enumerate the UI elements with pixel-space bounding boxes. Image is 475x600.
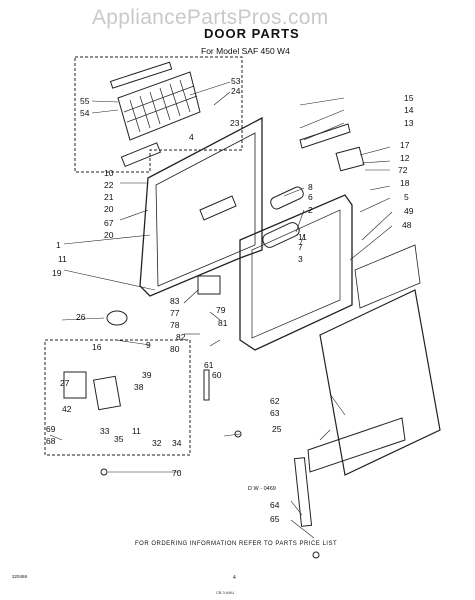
outer-door-frame [239,194,353,351]
switch-bracket [92,375,122,411]
callout-55: 55 [80,96,90,106]
door-handle [262,222,300,248]
top-bracket [299,123,351,149]
callout-53: 53 [231,76,241,86]
detergent-dispenser [120,142,162,168]
callout-12: 12 [400,153,410,163]
hinge-spring [203,369,210,401]
callout-6: 6 [308,192,313,202]
callout-49: 49 [404,206,414,216]
vent-slot [199,195,237,221]
callout-25: 25 [272,424,282,434]
callout-32: 32 [152,438,162,448]
door-handle-trim [270,186,304,210]
callout-81: 81 [218,318,228,328]
toe-panel [307,417,406,473]
screw [312,551,320,559]
callout-10: 10 [104,168,114,178]
leader-lines [49,81,393,539]
callout-61: 61 [204,360,214,370]
callout-13: 13 [404,118,414,128]
side-trim-strip [293,457,313,527]
door-panel-frame-inner [251,209,341,339]
model-line: For Model SAF 450 W4 [201,46,290,56]
drawing-stamp: 320469 [12,574,28,579]
callout-14: 14 [404,105,414,115]
callout-80: 80 [170,344,180,354]
callout-22: 22 [104,180,114,190]
callout-11: 11 [58,254,67,264]
callout-67: 67 [104,218,114,228]
callout-34: 34 [172,438,182,448]
screw [100,468,108,476]
grille-panel [117,71,201,141]
callout-17: 17 [400,140,410,150]
front-door-panel-edge [354,244,421,309]
callout-11: 11 [132,426,141,436]
callout-33: 33 [100,426,110,436]
callout-79: 79 [216,305,226,315]
callout-83: 83 [170,296,180,306]
callout-20: 20 [104,204,114,214]
callout-15: 15 [404,93,414,103]
page-title: DOOR PARTS [204,26,300,41]
callout-82: 82 [176,332,186,342]
callout-38: 38 [134,382,144,392]
actuator-knob [106,310,128,326]
callout-23: 23 [230,118,240,128]
callout-24: 24 [231,86,241,96]
page-number: 4 [233,575,236,581]
callout-39: 39 [142,370,152,380]
vent-strip [109,61,173,89]
grille-slots [123,79,198,133]
callout-60: 60 [212,370,222,380]
corner-code: CB 3 ANU [216,590,235,595]
callout-8: 8 [308,182,313,192]
screw [234,430,242,438]
callout-69: 69 [46,424,56,434]
callout-20: 20 [104,230,114,240]
callout-77: 77 [170,308,180,318]
callout-9: 9 [146,340,151,350]
callout-21: 21 [104,192,114,202]
ordering-note: FOR ORDERING INFORMATION REFER TO PARTS … [135,541,338,547]
callout-62: 62 [270,396,280,406]
front-door-panel [319,289,441,476]
callout-1: 1 [56,240,61,250]
callout-78: 78 [170,320,180,330]
callout-42: 42 [62,404,72,414]
callout-27: 27 [60,378,70,388]
callout-26: 26 [76,312,86,322]
drawing-code: D W - 0469 [248,486,276,492]
watermark: AppliancePartsPros.com [92,6,329,29]
latch-assembly [335,146,365,172]
callout-63: 63 [270,408,280,418]
callout-2: 2 [308,205,313,215]
callout-11: 11 [298,232,307,242]
callout-65: 65 [270,514,280,524]
callout-72: 72 [398,165,408,175]
callout-18: 18 [400,178,410,188]
callout-64: 64 [270,500,280,510]
callout-68: 68 [46,436,56,446]
callout-70: 70 [172,468,182,478]
callout-numbers: 5324555442315141317127218549481022212067… [46,76,414,524]
grille-panel-box [74,56,243,173]
callout-5: 5 [404,192,409,202]
switch-housing [63,371,87,399]
inner-door-liner [139,116,263,297]
callout-4: 4 [189,132,194,142]
switch-group-box [44,339,191,456]
callout-3: 3 [298,254,303,264]
callout-7: 7 [298,242,303,252]
inner-door-liner-edge [155,132,256,287]
callout-35: 35 [114,434,124,444]
vent-cover [197,275,221,295]
callout-19: 19 [52,268,62,278]
callout-54: 54 [80,108,90,118]
callout-48: 48 [402,220,412,230]
callout-16: 16 [92,342,102,352]
